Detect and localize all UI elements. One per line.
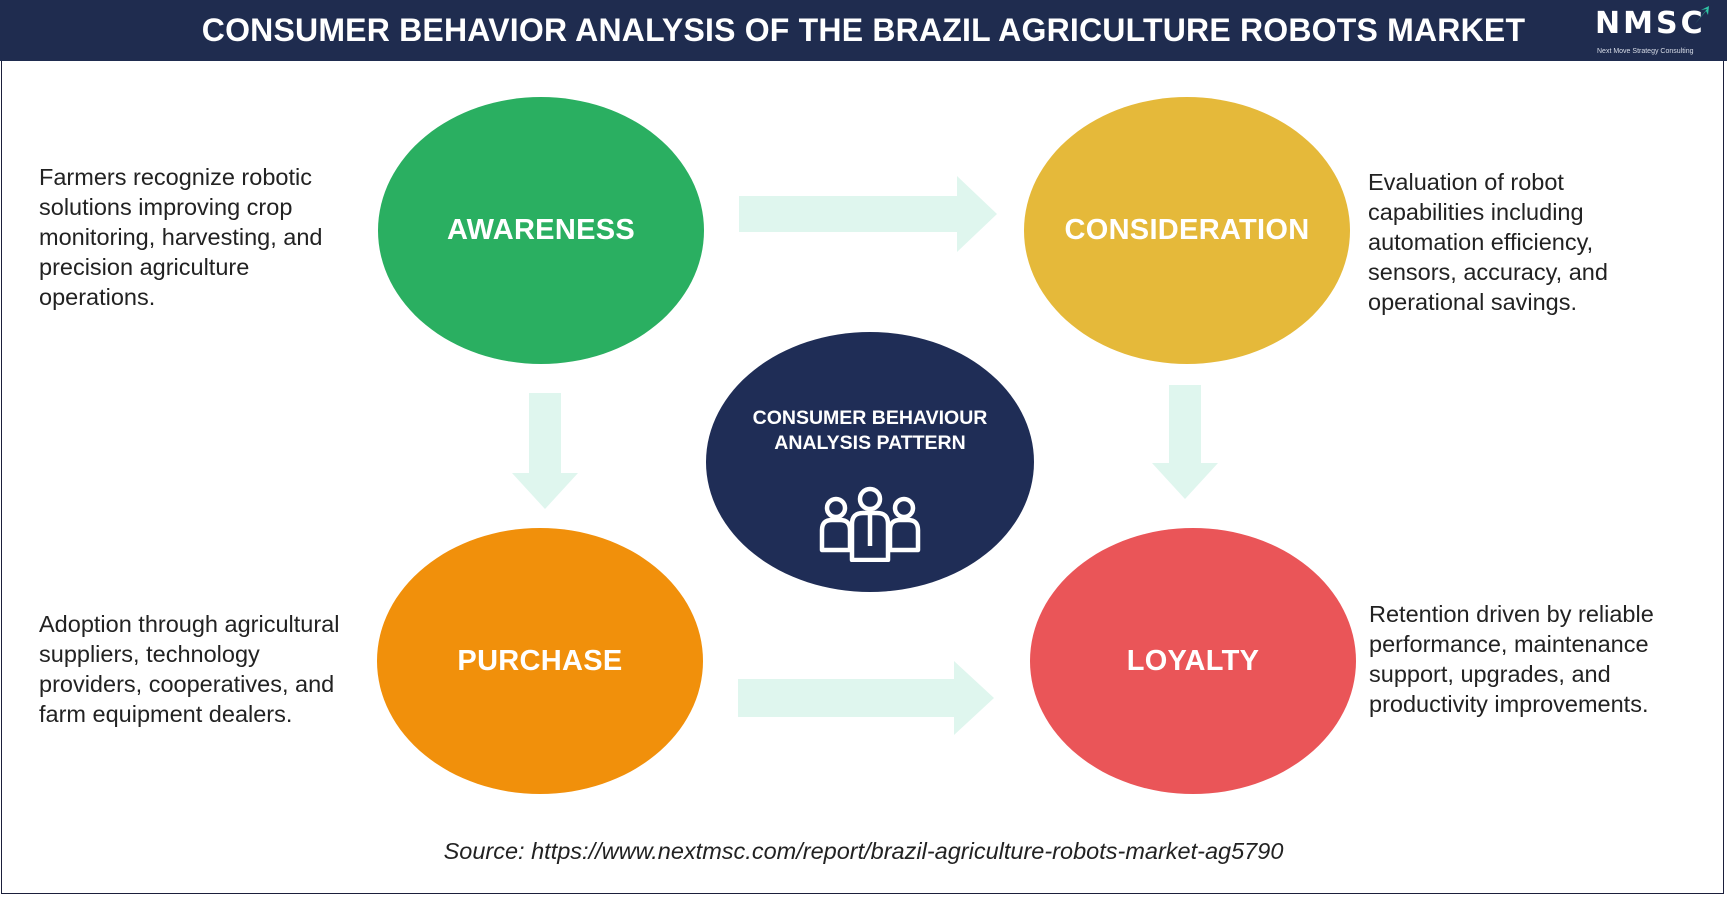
center-title: CONSUMER BEHAVIOUR ANALYSIS PATTERN: [753, 406, 988, 456]
header-bar: CONSUMER BEHAVIOR ANALYSIS OF THE BRAZIL…: [0, 0, 1727, 61]
awareness-label: AWARENESS: [446, 214, 635, 246]
people-group-icon: [819, 486, 921, 562]
description-line: performance, maintenance: [1369, 631, 1649, 657]
arrow-awareness-to-consideration: [739, 176, 997, 252]
consideration-label: CONSIDERATION: [1064, 214, 1310, 246]
consideration-description: Evaluation of robot capabilities includi…: [1368, 167, 1608, 317]
description-line: farm equipment dealers.: [39, 701, 293, 727]
description-line: capabilities including: [1368, 199, 1584, 225]
loyalty-circle: LOYALTY: [1030, 528, 1356, 794]
awareness-circle: AWARENESS: [378, 97, 704, 364]
center-circle: CONSUMER BEHAVIOUR ANALYSIS PATTERN: [706, 332, 1034, 592]
loyalty-label: LOYALTY: [1126, 644, 1260, 677]
arrow-purchase-to-loyalty: [738, 661, 994, 735]
loyalty-description: Retention driven by reliable performance…: [1369, 599, 1654, 719]
description-line: providers, cooperatives, and: [39, 671, 335, 697]
source-citation: Source: https://www.nextmsc.com/report/b…: [443, 838, 1284, 864]
purchase-label: PURCHASE: [457, 644, 623, 677]
logo-text: NMSC: [1595, 6, 1706, 41]
description-line: suppliers, technology: [39, 641, 260, 667]
description-line: Adoption through agricultural: [39, 611, 340, 637]
arrow-consideration-to-loyalty: [1152, 385, 1218, 499]
description-line: operational savings.: [1368, 289, 1578, 315]
description-line: precision agriculture: [39, 254, 250, 280]
nmsc-logo: NMSC Next Move Strategy Consulting: [1595, 6, 1709, 58]
description-line: operations.: [39, 284, 156, 310]
arrow-awareness-to-purchase: [512, 393, 578, 509]
description-line: solutions improving crop: [39, 194, 293, 220]
center-title-line: CONSUMER BEHAVIOUR: [752, 407, 988, 429]
description-line: Retention driven by reliable: [1369, 601, 1654, 627]
description-line: monitoring, harvesting, and: [39, 224, 323, 250]
consideration-circle: CONSIDERATION: [1024, 97, 1350, 364]
description-line: automation efficiency,: [1368, 229, 1594, 255]
description-line: support, upgrades, and: [1369, 661, 1611, 687]
purchase-description: Adoption through agricultural suppliers,…: [39, 609, 339, 729]
logo-arrow-icon: [1695, 6, 1709, 24]
description-line: Evaluation of robot: [1368, 169, 1564, 195]
purchase-circle: PURCHASE: [377, 528, 703, 794]
logo-tagline: Next Move Strategy Consulting: [1597, 48, 1694, 55]
description-line: sensors, accuracy, and: [1368, 259, 1608, 285]
description-line: productivity improvements.: [1369, 691, 1649, 717]
description-line: Farmers recognize robotic: [39, 164, 312, 190]
center-title-line: ANALYSIS PATTERN: [774, 432, 966, 454]
page-title: CONSUMER BEHAVIOR ANALYSIS OF THE BRAZIL…: [201, 12, 1526, 48]
awareness-description: Farmers recognize robotic solutions impr…: [39, 162, 322, 312]
